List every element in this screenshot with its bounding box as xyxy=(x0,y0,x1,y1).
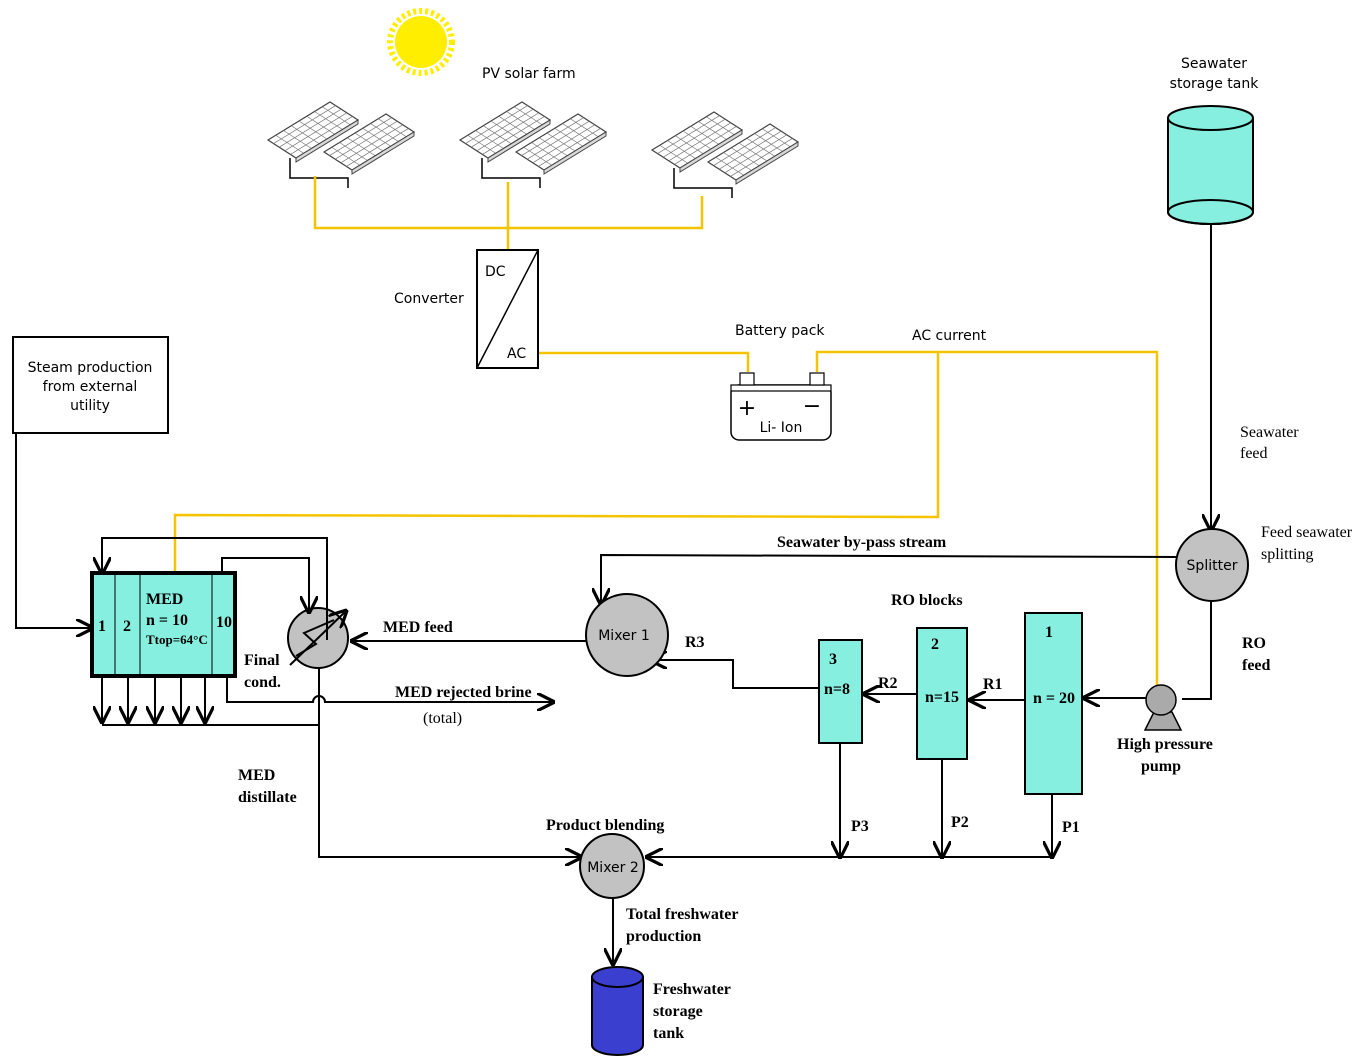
ro-block-1-id: 1 xyxy=(1045,624,1053,641)
med-stage-first: 1 xyxy=(98,618,106,635)
converter-ac-label: AC xyxy=(507,346,526,362)
converter: DC AC xyxy=(476,249,539,369)
p1-label: P1 xyxy=(1062,819,1080,836)
battery-minus: − xyxy=(803,394,821,419)
mixer-1: Mixer 1 xyxy=(585,593,669,677)
seawater-feed-label-2: feed xyxy=(1240,445,1268,462)
ro-feed-label-1: RO xyxy=(1242,635,1266,652)
r2-label: R2 xyxy=(878,675,898,692)
ro-blocks-label: RO blocks xyxy=(891,592,963,609)
ro-feed-label-2: feed xyxy=(1242,657,1271,674)
med-ttop: Ttop=64°C xyxy=(146,632,208,647)
battery-pack-label: Battery pack xyxy=(735,323,825,339)
ac-current-label: AC current xyxy=(912,328,987,344)
p3-label: P3 xyxy=(851,818,869,835)
med-unit: 1 2 MED n = 10 Ttop=64°C 10 xyxy=(90,571,237,678)
product-blending-label: Product blending xyxy=(546,817,664,834)
ro-block-3: 3 n=8 xyxy=(818,639,863,744)
feed-split-label-2: splitting xyxy=(1261,546,1313,563)
solar-panel-group-1 xyxy=(267,101,415,188)
seawater-tank-label-1: Seawater xyxy=(1181,56,1247,72)
heat-exchanger-icon xyxy=(287,607,348,669)
r3-label: R3 xyxy=(685,634,705,651)
seawater-feed-label-1: Seawater xyxy=(1240,424,1299,441)
mixer-2: Mixer 2 xyxy=(579,833,645,899)
ro-block-2-id: 2 xyxy=(931,636,939,653)
med-distillate-label-2: distillate xyxy=(238,789,297,806)
fw-tank-label-2: storage xyxy=(653,1003,703,1020)
med-rejected-label-1: MED rejected brine xyxy=(395,684,532,701)
final-cond-label-1: Final xyxy=(244,652,280,669)
mixer-1-label: Mixer 1 xyxy=(598,628,650,644)
electric-wiring xyxy=(173,176,1159,690)
med-feed-label: MED feed xyxy=(383,619,453,636)
ro-block-2-stages: n=15 xyxy=(925,689,959,706)
splitter-label: Splitter xyxy=(1187,558,1238,574)
med-rejected-label-2: (total) xyxy=(423,710,462,727)
sun-icon xyxy=(387,8,455,76)
med-stage-last: 10 xyxy=(216,614,232,631)
ro-block-1-stages: n = 20 xyxy=(1033,690,1075,707)
splitter: Splitter xyxy=(1175,528,1249,602)
battery-chemistry: Li- Ion xyxy=(760,420,803,436)
p2-label: P2 xyxy=(951,814,969,831)
r1-label: R1 xyxy=(983,676,1003,693)
ro-block-1: 1 n = 20 xyxy=(1024,612,1083,795)
mixer-2-label: Mixer 2 xyxy=(587,860,639,876)
solar-panel-group-3 xyxy=(651,111,799,198)
converter-label: Converter xyxy=(394,291,464,307)
steam-label-1: Steam production xyxy=(28,360,153,376)
med-distillate-outlets xyxy=(102,676,319,726)
battery-plus: + xyxy=(738,396,756,421)
seawater-tank-label-2: storage tank xyxy=(1170,76,1260,92)
fw-tank-label-1: Freshwater xyxy=(653,981,731,998)
feed-split-label-1: Feed seawater xyxy=(1261,524,1353,541)
converter-dc-label: DC xyxy=(485,264,506,280)
total-fw-label-1: Total freshwater xyxy=(626,906,738,923)
final-cond-label-2: cond. xyxy=(244,674,281,691)
med-distillate-label-1: MED xyxy=(238,767,275,784)
med-stages: n = 10 xyxy=(146,612,188,629)
bypass-label: Seawater by-pass stream xyxy=(777,534,947,551)
solar-panel-group-2 xyxy=(459,101,607,188)
hp-pump-label-2: pump xyxy=(1141,758,1181,775)
med-stage-second: 2 xyxy=(123,618,131,635)
steam-label-3: utility xyxy=(70,398,110,414)
hp-pump-label-1: High pressure xyxy=(1117,736,1213,753)
steam-label-2: from external xyxy=(43,379,138,395)
seawater-storage-tank xyxy=(1167,105,1254,225)
freshwater-storage-tank xyxy=(591,966,644,1056)
med-name: MED xyxy=(146,591,183,608)
battery-icon: + − Li- Ion xyxy=(730,372,832,441)
ro-block-3-id: 3 xyxy=(829,651,837,668)
fw-tank-label-3: tank xyxy=(653,1025,684,1042)
ro-block-3-stages: n=8 xyxy=(824,681,850,698)
steam-production-box: Steam production from external utility xyxy=(12,336,169,434)
total-fw-label-2: production xyxy=(626,928,701,945)
pv-farm-label: PV solar farm xyxy=(482,66,576,82)
pump-icon xyxy=(1143,684,1183,731)
ro-block-2: 2 n=15 xyxy=(916,627,968,760)
